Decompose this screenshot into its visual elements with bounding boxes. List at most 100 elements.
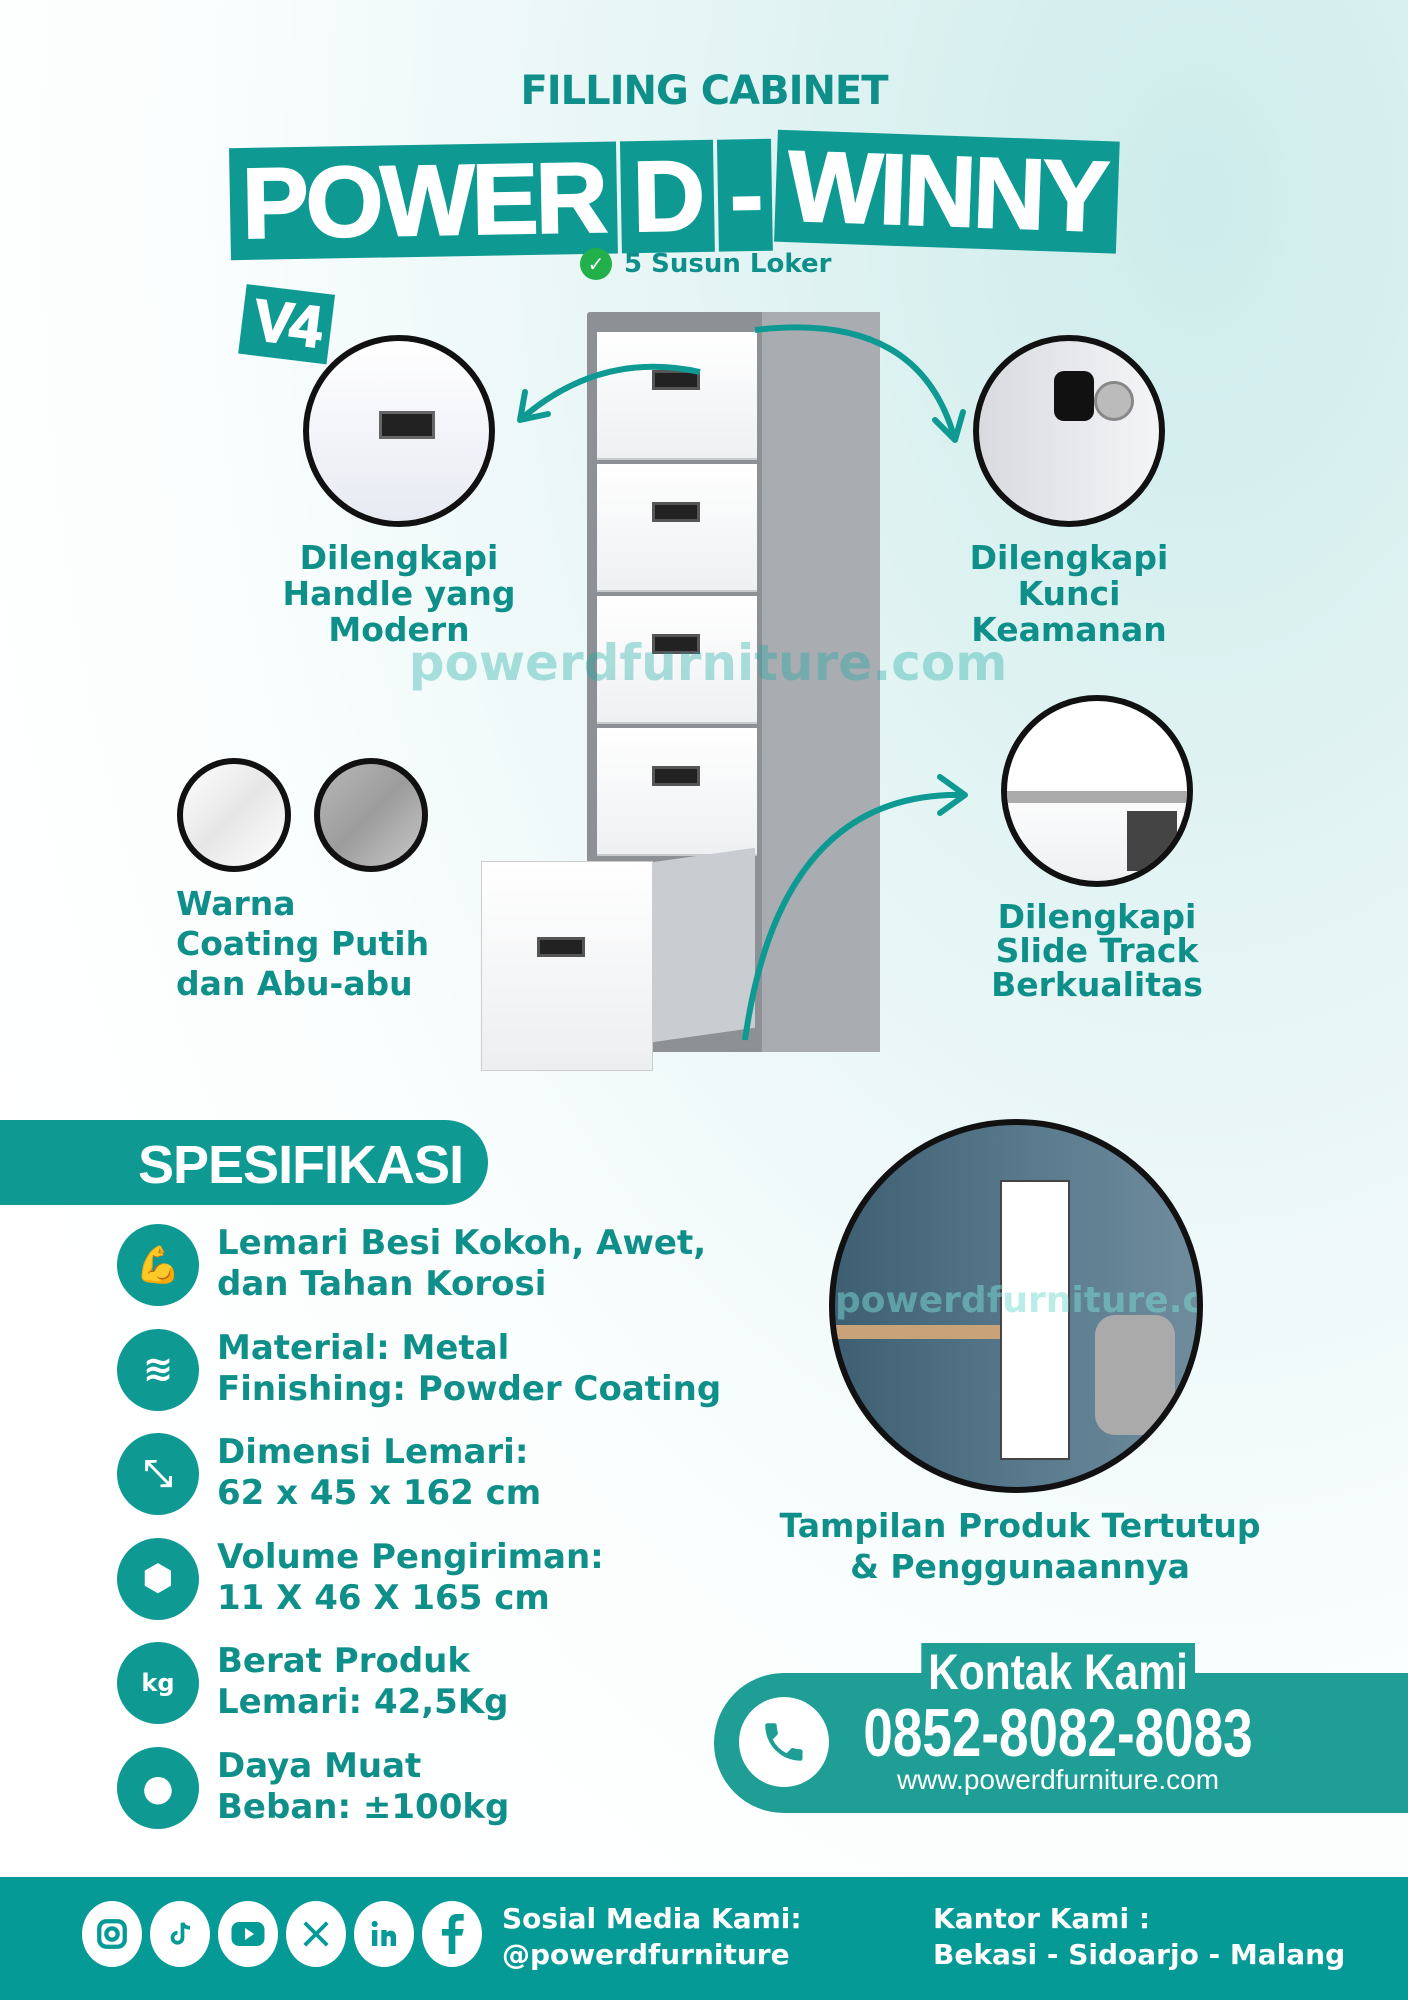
spec-line-1: Berat Produk bbox=[217, 1641, 470, 1682]
arrowhead bbox=[932, 409, 966, 443]
subtitle: FILLING CABINET bbox=[520, 68, 888, 114]
arrow-lock bbox=[754, 324, 958, 441]
spec-line-1: Daya Muat bbox=[217, 1746, 422, 1786]
desk bbox=[835, 1325, 1035, 1339]
spec-line-2: 62 x 45 x 162 cm bbox=[217, 1473, 542, 1514]
spec-line-2: Finishing: Powder Coating bbox=[217, 1368, 722, 1409]
grey-color-swatch bbox=[314, 758, 428, 872]
office-info: Kantor Kami :Bekasi - Sidoarjo - Malang bbox=[933, 1901, 1345, 1973]
rail-bracket bbox=[1127, 811, 1177, 871]
social-icons bbox=[82, 1901, 482, 1967]
handle bbox=[652, 370, 700, 390]
layers-icon: ≋ bbox=[117, 1328, 199, 1411]
check-icon: ✓ bbox=[580, 248, 612, 280]
feature-line: Slide Track bbox=[995, 931, 1199, 970]
facebook-icon[interactable] bbox=[422, 1901, 482, 1967]
feature-line: Dilengkapi bbox=[299, 538, 499, 577]
specs-heading: SPESIFIKASI bbox=[138, 1135, 464, 1195]
arrows bbox=[517, 324, 968, 1041]
handle-closeup-image bbox=[303, 335, 495, 527]
drawer-3 bbox=[597, 596, 757, 724]
feature-line: dan Abu-abu bbox=[176, 964, 413, 1003]
instagram-icon[interactable] bbox=[82, 1901, 142, 1967]
website-link[interactable]: www.powerdfurniture.com bbox=[896, 1764, 1220, 1795]
feature-line: Berkualitas bbox=[991, 965, 1203, 1004]
arrow-slide bbox=[742, 791, 966, 1041]
handle bbox=[652, 766, 700, 786]
spec-item: Volume Pengiriman:11 X 46 X 165 cm bbox=[217, 1537, 604, 1619]
social-info: Sosial Media Kami:@powerdfurniture bbox=[502, 1901, 802, 1973]
chair bbox=[1095, 1315, 1175, 1435]
spec-item: Lemari Besi Kokoh, Awet,dan Tahan Korosi bbox=[217, 1223, 706, 1305]
cabinet-in-photo bbox=[1000, 1180, 1070, 1460]
x-icon[interactable] bbox=[286, 1901, 346, 1967]
spec-line-2: Beban: ±100kg bbox=[217, 1787, 510, 1827]
watermark: powerdfurniture.com bbox=[408, 634, 1008, 692]
spec-line-1: Volume Pengiriman: bbox=[217, 1536, 604, 1577]
specs-heading-bar: SPESIFIKASI bbox=[0, 1120, 488, 1205]
social-label: Sosial Media Kami: bbox=[502, 1902, 802, 1935]
handle bbox=[537, 937, 585, 957]
phone-icon bbox=[739, 1697, 829, 1787]
feature-line: Modern bbox=[328, 610, 470, 649]
weight-kg-icon: kg bbox=[117, 1642, 199, 1725]
lock-icon bbox=[1094, 381, 1134, 421]
spec-line-2: 11 X 46 X 165 cm bbox=[217, 1577, 550, 1618]
feature-line: Handle yang bbox=[282, 574, 516, 613]
drawer-2 bbox=[597, 464, 757, 592]
slide-rail bbox=[1007, 791, 1187, 803]
phone-number[interactable]: 0852-8082-8083 bbox=[863, 1695, 1253, 1771]
open-drawer-front bbox=[482, 862, 652, 1070]
key-icon bbox=[1054, 371, 1094, 421]
caption-line: & Penggunaannya bbox=[850, 1547, 1190, 1586]
social-handle[interactable]: @powerdfurniture bbox=[502, 1938, 790, 1971]
kettlebell-icon: ● bbox=[117, 1747, 199, 1829]
handle bbox=[379, 411, 435, 439]
slide-track-closeup-image bbox=[1001, 695, 1193, 887]
drawer-4 bbox=[597, 728, 757, 856]
contact-heading: Kontak Kami bbox=[921, 1643, 1195, 1701]
feature-line: Coating Putih bbox=[176, 924, 430, 963]
photo-watermark: powerdfurniture.com bbox=[835, 1280, 1203, 1321]
spec-line-1: Dimensi Lemari: bbox=[217, 1432, 529, 1473]
photo-caption: Tampilan Produk Tertutup& Penggunaannya bbox=[779, 1505, 1260, 1587]
feature-line: Dilengkapi bbox=[969, 538, 1169, 577]
arrowhead bbox=[937, 774, 968, 816]
linkedin-icon[interactable] bbox=[354, 1901, 414, 1967]
feature-line: Keamanan bbox=[971, 610, 1167, 649]
feature-line: Warna bbox=[176, 884, 296, 923]
office-label: Kantor Kami : bbox=[933, 1902, 1151, 1935]
office-locations: Bekasi - Sidoarjo - Malang bbox=[933, 1938, 1346, 1971]
feature-line: Dilengkapi bbox=[997, 897, 1197, 936]
strong-arm-icon: 💪 bbox=[117, 1224, 199, 1306]
handle bbox=[652, 634, 700, 654]
dimension-icon: ⤡ bbox=[117, 1433, 199, 1516]
spec-line-1: Lemari Besi Kokoh, Awet, bbox=[217, 1223, 707, 1263]
arrow-handle bbox=[518, 363, 701, 423]
caption-line: Tampilan Produk Tertutup bbox=[779, 1506, 1261, 1545]
youtube-icon[interactable] bbox=[218, 1901, 278, 1967]
handle bbox=[652, 502, 700, 522]
tiktok-icon[interactable] bbox=[150, 1901, 210, 1967]
box-icon: ⬢ bbox=[117, 1537, 199, 1620]
office-photo: powerdfurniture.com bbox=[829, 1119, 1203, 1493]
feature-line: Kunci bbox=[1017, 574, 1121, 613]
drawer-count-badge: ✓ 5 Susun Loker bbox=[580, 248, 831, 280]
arrowhead bbox=[517, 389, 551, 423]
drawer-1 bbox=[597, 332, 757, 460]
spec-line-2: dan Tahan Korosi bbox=[217, 1264, 547, 1304]
spec-line-2: Lemari: 42,5Kg bbox=[217, 1682, 509, 1723]
white-color-swatch bbox=[177, 758, 291, 872]
badge-text: 5 Susun Loker bbox=[624, 249, 832, 279]
spec-item: Dimensi Lemari:62 x 45 x 162 cm bbox=[217, 1432, 541, 1514]
cabinet-side bbox=[762, 312, 880, 1052]
spec-line-1: Material: Metal bbox=[217, 1327, 510, 1368]
lock-closeup-image bbox=[973, 335, 1165, 527]
